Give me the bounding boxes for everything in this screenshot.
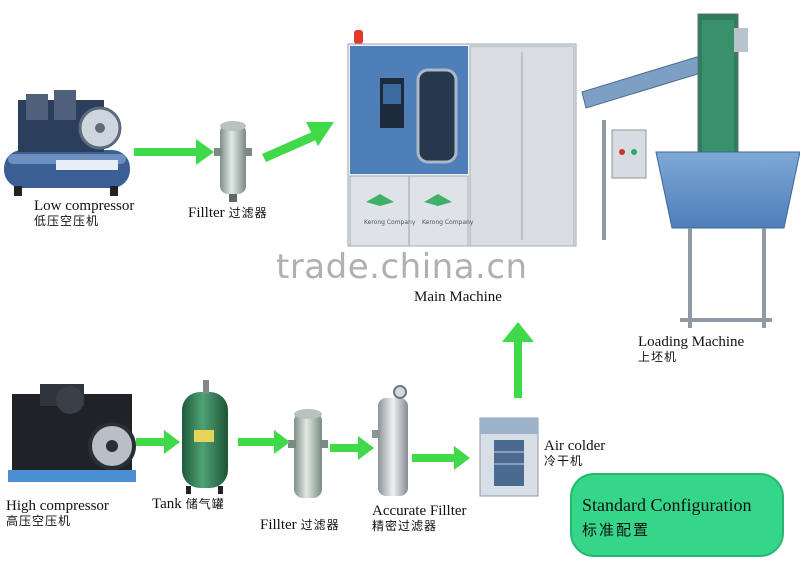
loading-machine-image	[581, 13, 800, 328]
bottom-filter-image	[288, 409, 328, 498]
tank-image	[182, 380, 228, 494]
main-machine-label: Main Machine	[414, 289, 502, 306]
accurate-filter-label: Accurate Fillter 精密过滤器	[372, 503, 467, 534]
top-filter-label: Fillter 过滤器	[188, 204, 268, 222]
low-compressor-en: Low compressor	[34, 198, 135, 214]
arrow-accurate-filter-to-air-colder	[412, 446, 470, 470]
main-machine-en: Main Machine	[414, 289, 502, 305]
loading-machine-zh: 上坯机	[638, 350, 678, 365]
accurate-filter-zh: 精密过滤器	[372, 519, 438, 534]
standard-configuration-en: Standard Configuration	[582, 495, 752, 515]
loading-machine-en: Loading Machine	[638, 334, 745, 350]
tank-label: Tank 储气罐	[152, 495, 225, 513]
air-colder-image	[479, 417, 539, 497]
arrow-air-colder-to-main-machine	[502, 322, 534, 398]
arrow-low-compressor-to-filter	[134, 139, 214, 165]
accurate-filter-image	[372, 385, 408, 496]
bottom-filter-zh: 过滤器	[300, 518, 340, 532]
main-machine-brand-right: Kerong Company	[422, 219, 474, 226]
air-colder-en: Air colder	[544, 438, 606, 454]
air-colder-zh: 冷干机	[544, 454, 584, 469]
high-compressor-zh: 高压空压机	[6, 514, 72, 529]
high-compressor-en: High compressor	[6, 498, 109, 514]
arrow-tank-to-filter	[238, 430, 290, 454]
watermark: trade.china.cn	[276, 247, 528, 287]
standard-configuration-badge: Standard Configuration 标准配置	[570, 473, 784, 557]
main-machine-brand-left: Kerong Company	[364, 219, 416, 226]
low-compressor-image	[4, 90, 130, 196]
arrow-filter-to-accurate-filter	[330, 436, 374, 460]
standard-configuration-zh: 标准配置	[582, 521, 651, 539]
air-colder-label: Air colder 冷干机	[544, 438, 605, 469]
top-filter-en: Fillter	[188, 205, 225, 221]
accurate-filter-en: Accurate Fillter	[372, 503, 467, 519]
tank-en: Tank	[152, 496, 182, 512]
high-compressor-label: High compressor 高压空压机	[6, 498, 109, 529]
bottom-filter-en: Fillter	[260, 517, 297, 533]
top-filter-image	[214, 121, 252, 202]
low-compressor-label: Low compressor 低压空压机	[34, 198, 134, 229]
low-compressor-zh: 低压空压机	[34, 214, 100, 229]
arrow-filter-to-main-machine	[262, 122, 334, 162]
bottom-filter-label: Fillter 过滤器	[260, 516, 340, 534]
tank-zh: 储气罐	[185, 497, 225, 511]
main-machine-image: Kerong Company Kerong Company	[347, 30, 577, 247]
high-compressor-image	[8, 384, 136, 482]
flow-arrows	[134, 122, 534, 470]
top-filter-zh: 过滤器	[228, 206, 268, 220]
loading-machine-label: Loading Machine 上坯机	[638, 334, 744, 365]
arrow-high-compressor-to-tank	[136, 430, 180, 454]
